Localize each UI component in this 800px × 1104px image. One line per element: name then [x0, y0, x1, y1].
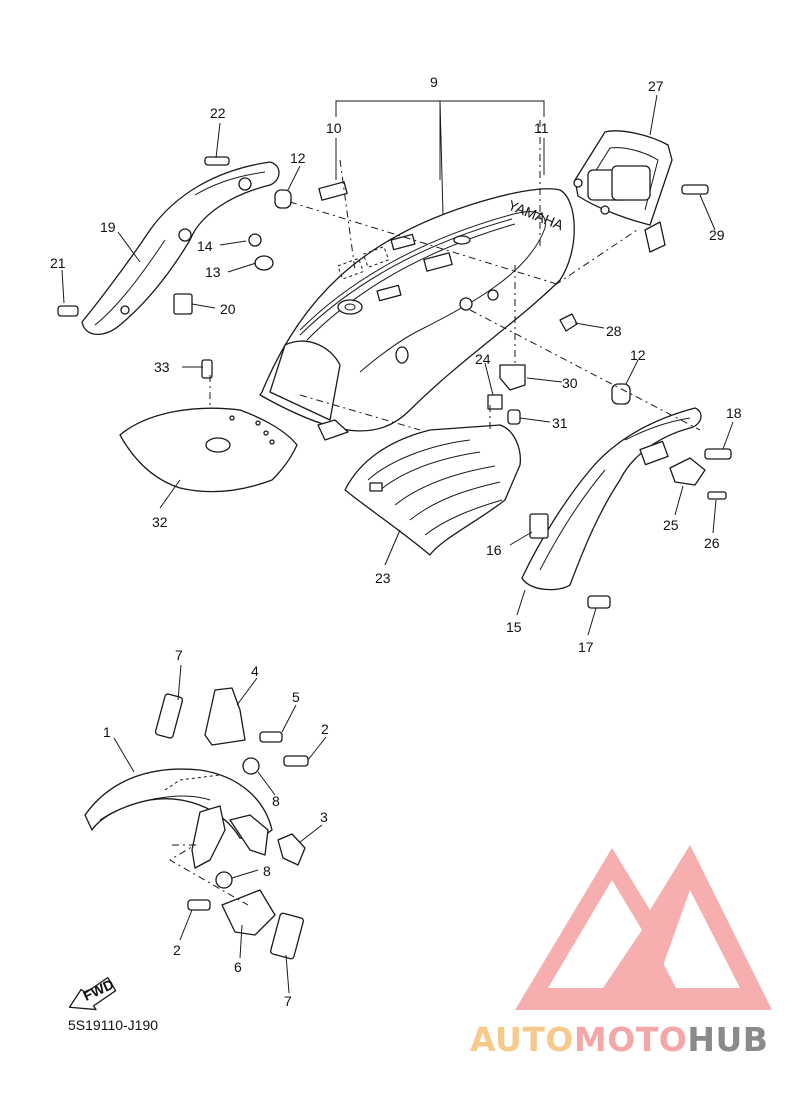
callout-8-upper: 8 — [272, 793, 280, 809]
callout-4: 4 — [251, 663, 259, 679]
callout-16: 16 — [486, 542, 502, 558]
callout-18: 18 — [726, 405, 742, 421]
grab-bar-left — [81, 161, 280, 336]
callout-8-lower: 8 — [263, 863, 271, 879]
bracket-30 — [499, 364, 526, 391]
callout-30: 30 — [562, 375, 578, 391]
inner-mud-guard — [344, 424, 521, 556]
callout-32: 32 — [152, 514, 168, 530]
callout-14: 14 — [197, 238, 213, 254]
callout-25: 25 — [663, 517, 679, 533]
bolt-29 — [681, 184, 709, 195]
pad-20 — [173, 293, 193, 315]
grab-bar-right — [521, 407, 702, 591]
bolt-21 — [57, 305, 79, 317]
washer-14 — [248, 233, 262, 247]
callout-7-lower: 7 — [284, 993, 292, 1009]
callout-2-lower: 2 — [173, 942, 181, 958]
callout-labels: 1 2 2 3 4 5 6 7 7 8 8 9 10 11 12 12 13 1… — [50, 74, 742, 1009]
group-bracket-9 — [335, 100, 545, 216]
assembly-lines — [209, 120, 701, 431]
callout-12-upper: 12 — [290, 150, 306, 166]
front-fender-group — [84, 687, 309, 960]
callout-12-lower: 12 — [630, 347, 646, 363]
screw-33 — [201, 359, 213, 379]
callout-22: 22 — [210, 105, 226, 121]
watermark-hub: HUB — [687, 1020, 769, 1059]
bracket-25 — [669, 457, 706, 486]
leader-lines — [61, 94, 734, 994]
nut-24 — [487, 394, 503, 410]
nut-28 — [559, 313, 578, 332]
callout-10: 10 — [326, 120, 342, 136]
mud-flap — [119, 407, 298, 493]
pad-16 — [529, 513, 549, 539]
bolt-17 — [587, 595, 611, 609]
callout-11: 11 — [534, 120, 549, 136]
callout-13: 13 — [205, 264, 221, 280]
callout-33: 33 — [154, 359, 170, 375]
callout-3: 3 — [320, 809, 328, 825]
callout-17: 17 — [578, 639, 594, 655]
callout-15: 15 — [506, 619, 522, 635]
callout-31: 31 — [552, 415, 568, 431]
callout-26: 26 — [704, 535, 720, 551]
callout-9: 9 — [430, 74, 438, 90]
hardware-parts — [57, 156, 732, 609]
damper-13 — [254, 255, 274, 271]
callout-28: 28 — [606, 323, 622, 339]
bolt-18 — [704, 448, 732, 460]
callout-5: 5 — [292, 689, 300, 705]
callout-1: 1 — [103, 724, 111, 740]
damper-12-upper — [274, 189, 292, 209]
callout-21: 21 — [50, 255, 66, 271]
watermark-moto: MOTO — [573, 1020, 688, 1059]
watermark-auto: AUTO — [470, 1020, 574, 1059]
callout-7-upper: 7 — [175, 647, 183, 663]
callout-20: 20 — [220, 301, 236, 317]
forward-direction-arrow: FWD — [68, 976, 117, 1011]
callout-2-upper: 2 — [321, 721, 329, 737]
callout-23: 23 — [375, 570, 391, 586]
callout-19: 19 — [100, 219, 116, 235]
tail-light-assembly — [573, 130, 673, 253]
damper-12-lower — [611, 383, 631, 405]
drawing-code: 5S19110-J190 — [68, 1017, 158, 1033]
callout-27: 27 — [648, 78, 664, 94]
bolt-22 — [204, 156, 230, 166]
callout-29: 29 — [709, 227, 725, 243]
watermark-wordmark: AUTOMOTOHUB — [470, 1020, 768, 1059]
decal-part-10 — [318, 181, 348, 201]
rear-fender: YAMAHA — [259, 188, 575, 441]
watermark-logo-triangle — [515, 845, 772, 1010]
callout-24: 24 — [475, 351, 491, 367]
screw-26 — [707, 491, 727, 500]
callout-6: 6 — [234, 959, 242, 975]
screw-31 — [507, 409, 521, 425]
